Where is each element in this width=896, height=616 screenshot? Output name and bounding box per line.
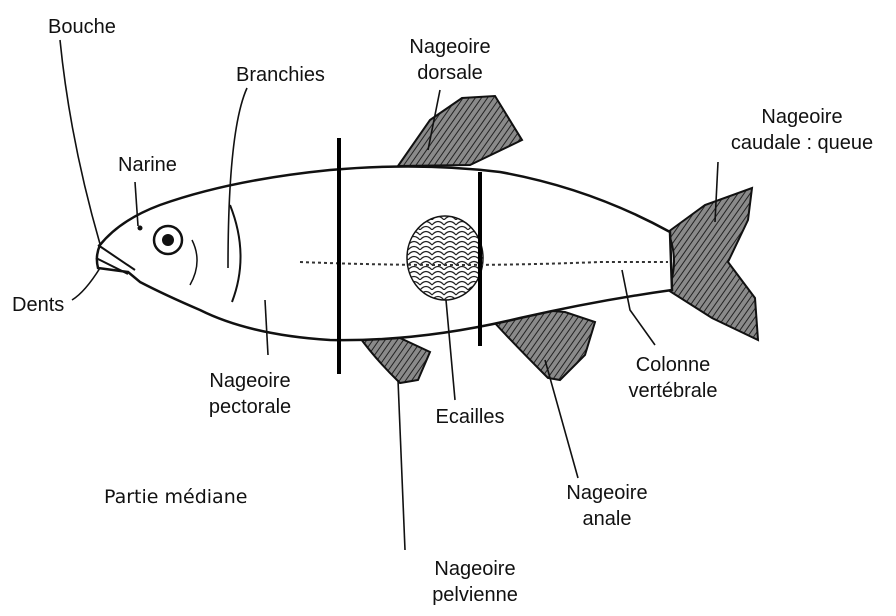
label-line: Nageoire <box>395 34 505 60</box>
label-line: anale <box>552 506 662 532</box>
label-dents: Dents <box>12 292 64 318</box>
label-bouche: Bouche <box>48 14 116 40</box>
label-line: pectorale <box>195 394 305 420</box>
label-narine: Narine <box>118 152 177 178</box>
label-line: Colonne <box>608 352 738 378</box>
nostril <box>138 226 143 231</box>
label-partie-mediane: Partie médiane <box>104 484 247 510</box>
fish-body <box>97 166 672 340</box>
label-nageoire-pelvienne: Nageoire pelvienne <box>420 556 530 608</box>
label-nageoire-caudale: Nageoire caudale : queue <box>712 104 892 156</box>
label-nageoire-pectorale: Nageoire pectorale <box>195 368 305 420</box>
label-line: dorsale <box>395 60 505 86</box>
label-line: caudale : queue <box>712 130 892 156</box>
caudal-fin <box>668 188 758 340</box>
label-line: Nageoire <box>712 104 892 130</box>
label-line: pelvienne <box>420 582 530 608</box>
dorsal-fin <box>398 96 522 166</box>
label-line: Nageoire <box>552 480 662 506</box>
label-colonne-vertebrale: Colonne vertébrale <box>608 352 738 404</box>
label-ecailles: Ecailles <box>420 404 520 430</box>
pelvic-fin <box>358 335 430 383</box>
label-nageoire-dorsale: Nageoire dorsale <box>395 34 505 86</box>
label-line: vertébrale <box>608 378 738 404</box>
label-branchies: Branchies <box>236 62 325 88</box>
label-nageoire-anale: Nageoire anale <box>552 480 662 532</box>
label-line: Nageoire <box>420 556 530 582</box>
label-line: Nageoire <box>195 368 305 394</box>
scales-patch <box>407 216 483 300</box>
